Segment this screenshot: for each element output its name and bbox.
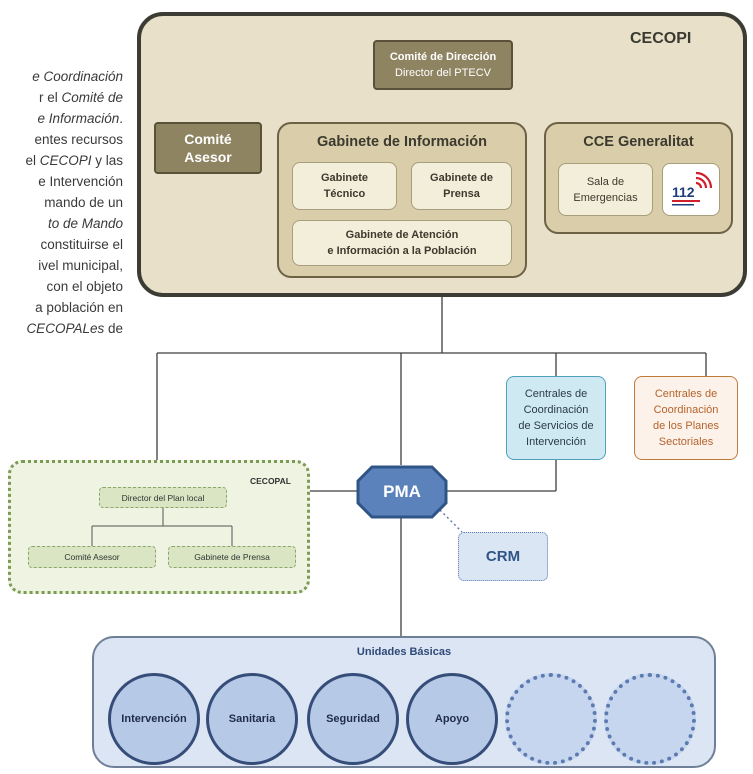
sala-line2: Emergencias: [573, 191, 638, 204]
centrales-planes-line: Sectoriales: [658, 436, 714, 448]
centrales-servicios-line: de Servicios de: [518, 420, 594, 432]
cecopal-lines: [91, 508, 233, 546]
cecopal-gabinete-prensa-label: Gabinete de Prensa: [194, 552, 270, 562]
comite-direccion-box: Comité de Dirección Director del PTECV: [373, 40, 513, 90]
cecopal-gabinete-prensa-box: Gabinete de Prensa: [168, 546, 296, 568]
unidad-placeholder: [505, 673, 597, 765]
cce-generalitat-title: CCE Generalitat: [583, 134, 694, 150]
cecopal-director-box: Director del Plan local: [99, 487, 227, 508]
gabinete-atencion-line2: e Información a la Población: [327, 245, 477, 257]
side-paragraph-line: r el Comité de: [38, 90, 123, 105]
logo-112-icon: 112: [672, 171, 713, 205]
cecopal-comite-asesor-box: Comité Asesor: [28, 546, 156, 568]
side-paragraph-line: to de Mando: [47, 216, 123, 231]
unidad-label: Seguridad: [326, 713, 380, 725]
centrales-planes-line: Coordinación: [653, 404, 719, 416]
gabinete-prensa-line2: Prensa: [443, 188, 480, 200]
unidad-seguridad: Seguridad: [307, 673, 399, 765]
side-paragraph-line: e Información.: [37, 111, 123, 126]
gabinete-tecnico-line2: Técnico: [323, 188, 366, 200]
comite-asesor-line1: Comité: [184, 131, 232, 147]
pma-node: [356, 465, 448, 519]
centrales-planes-line: Centrales de: [654, 388, 718, 400]
gabinete-informacion-title: Gabinete de Información: [317, 134, 487, 150]
side-paragraph-line: e Intervención: [38, 174, 123, 189]
gabinete-tecnico-line1: Gabinete: [320, 172, 369, 184]
pma-label: PMA: [383, 482, 421, 501]
centrales-planes-box: Centrales de Coordinación de los Planes …: [634, 376, 738, 460]
logo-112-number: 112: [672, 184, 695, 200]
cecopal-comite-asesor-label: Comité Asesor: [64, 552, 120, 562]
side-paragraph-line: ivel municipal,: [38, 258, 123, 273]
gabinete-atencion-line1: Gabinete de Atención: [345, 229, 459, 241]
centrales-servicios-line: Coordinación: [523, 404, 589, 416]
centrales-servicios-box: Centrales de Coordinación de Servicios d…: [506, 376, 606, 460]
centrales-servicios-line: Intervención: [526, 436, 586, 448]
gabinete-tecnico-box: Gabinete Técnico: [292, 162, 397, 210]
cecopi-title: CECOPI: [630, 30, 692, 47]
comite-direccion-subtitle: Director del PTECV: [395, 67, 491, 79]
crm-label: CRM: [485, 548, 521, 565]
side-paragraph-line: el CECOPI y las: [25, 153, 123, 168]
comite-asesor-line2: Asesor: [184, 149, 232, 165]
gabinete-prensa-line1: Gabinete de: [430, 172, 493, 184]
logo-112-box: 112: [662, 163, 720, 216]
unidad-intervencion: Intervención: [108, 673, 200, 765]
sala-line1: Sala de: [586, 175, 625, 188]
unidad-apoyo: Apoyo: [406, 673, 498, 765]
unidad-label: Apoyo: [434, 713, 470, 725]
gabinete-atencion-box: Gabinete de Atención e Información a la …: [292, 220, 512, 266]
side-paragraph-line: constituirse el: [40, 237, 123, 252]
unidad-label: Sanitaria: [228, 713, 276, 725]
comite-direccion-title: Comité de Dirección: [389, 51, 497, 63]
unidad-label: Intervención: [121, 713, 187, 725]
side-paragraph-line: con el objeto: [46, 279, 123, 294]
side-paragraph-line: mando de un: [44, 195, 123, 210]
cecopal-director-label: Director del Plan local: [121, 492, 205, 503]
cecopal-panel: [8, 460, 310, 594]
side-paragraph-line: entes recursos: [34, 132, 123, 147]
cecopal-title: CECOPAL: [250, 476, 291, 486]
unidad-sanitaria: Sanitaria: [206, 673, 298, 765]
centrales-planes-line: de los Planes: [652, 420, 720, 432]
crm-box: CRM: [458, 532, 548, 581]
side-paragraph-line: e Coordinación: [32, 69, 123, 84]
side-paragraph-line: CECOPALes de: [26, 321, 123, 336]
centrales-servicios-line: Centrales de: [524, 388, 588, 400]
sala-emergencias-box: Sala de Emergencias: [558, 163, 653, 216]
gabinete-prensa-box: Gabinete de Prensa: [411, 162, 512, 210]
unidad-placeholder: [604, 673, 696, 765]
comite-asesor-box: Comité Asesor: [154, 122, 262, 174]
side-paragraph-line: a población en: [35, 300, 123, 315]
unidades-basicas-title: Unidades Básicas: [356, 646, 452, 658]
